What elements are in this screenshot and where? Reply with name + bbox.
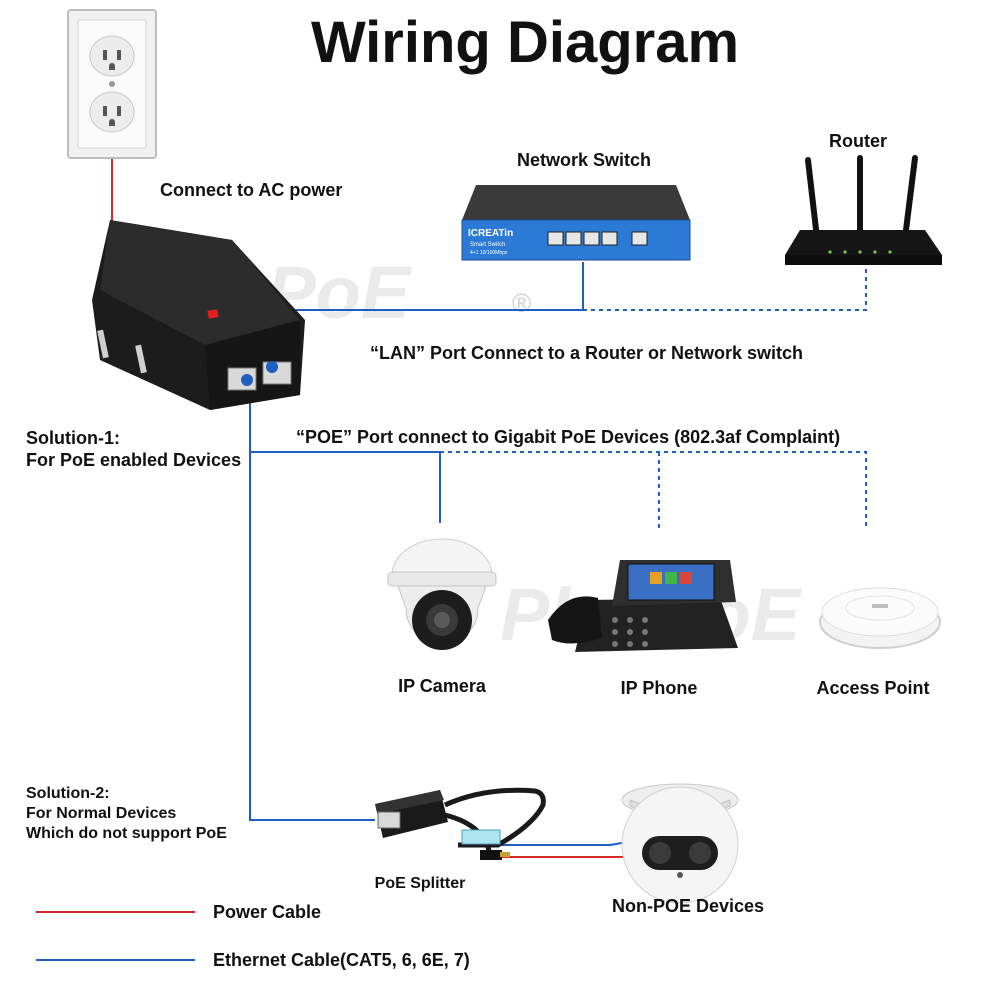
poe-splitter-label: PoE Splitter xyxy=(375,875,466,892)
solution2-desc-line2: Which do not support PoE xyxy=(26,825,227,842)
ip-phone-icon xyxy=(548,560,738,652)
ethernet-cable-solution2 xyxy=(249,452,375,821)
poe-injector-icon xyxy=(92,220,305,410)
legend-ethernet-label: Ethernet Cable(CAT5, 6, 6E, 7) xyxy=(213,950,470,970)
network-switch-label: Network Switch xyxy=(517,150,651,170)
ip-camera-label: IP Camera xyxy=(398,676,487,696)
wall-outlet-icon xyxy=(67,9,157,159)
legend: Power Cable Ethernet Cable(CAT5, 6, 6E, … xyxy=(36,902,470,970)
poe-splitter-icon xyxy=(375,787,546,860)
router-label: Router xyxy=(829,131,887,151)
access-point-icon xyxy=(819,587,941,649)
network-switch-icon: ICREATin Smart Switch 4+1 10/100Mbps xyxy=(461,185,691,261)
dome-camera-icon xyxy=(621,783,739,904)
poe-port-label: “POE” Port connect to Gigabit PoE Device… xyxy=(296,427,840,447)
lan-port-label: “LAN” Port Connect to a Router or Networ… xyxy=(370,343,803,363)
svg-text:4+1 10/100Mbps: 4+1 10/100Mbps xyxy=(470,250,508,256)
solution1-title: Solution-1: xyxy=(26,428,120,448)
svg-text:ICREATin: ICREATin xyxy=(468,228,513,239)
page-title: Wiring Diagram xyxy=(311,10,739,75)
ethernet-cable-poe-camera xyxy=(249,380,441,523)
router-icon xyxy=(785,155,942,265)
solution1-desc: For PoE enabled Devices xyxy=(26,450,241,470)
svg-text:Smart Switch: Smart Switch xyxy=(470,242,505,248)
svg-text:®: ® xyxy=(512,288,531,318)
access-point-label: Access Point xyxy=(816,678,929,698)
legend-power-label: Power Cable xyxy=(213,902,321,922)
non-poe-devices-label: Non-POE Devices xyxy=(612,896,764,916)
ac-power-label: Connect to AC power xyxy=(160,180,342,200)
ethernet-cable-router-dotted xyxy=(583,268,867,311)
ethernet-cable-poe-dotted xyxy=(440,451,867,530)
solution2-desc-line1: For Normal Devices xyxy=(26,805,176,822)
solution2-title: Solution-2: xyxy=(26,785,110,802)
ip-camera-icon xyxy=(387,538,497,650)
ip-phone-label: IP Phone xyxy=(621,678,698,698)
ethernet-cable-splitter-out xyxy=(500,839,641,846)
